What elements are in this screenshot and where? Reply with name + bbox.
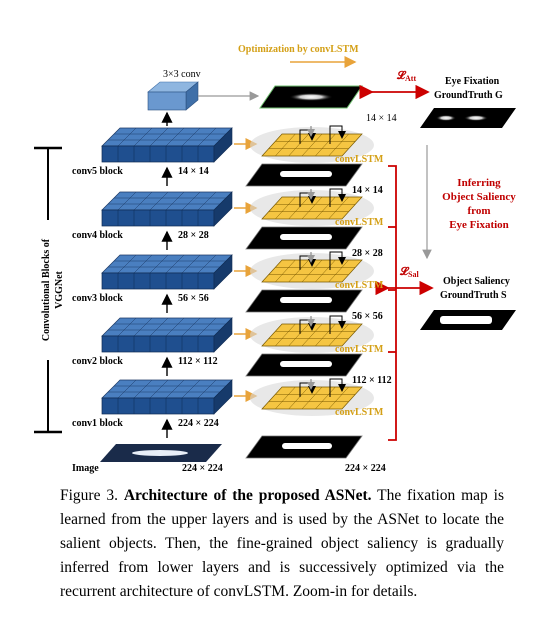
vgg-vertical-label: Convolutional Blocks of VGGNet xyxy=(37,220,67,360)
convlstm-label: convLSTM xyxy=(335,154,384,165)
att-loss-symbol: 𝓛Att xyxy=(396,69,416,83)
vgg-block-size: 224 × 224 xyxy=(178,418,219,429)
eye-fixation-label-1: Eye Fixation xyxy=(445,76,500,87)
svg-text:Eye Fixation: Eye Fixation xyxy=(449,219,509,231)
convlstm-units: convLSTM 14 × 14 convLSTM 28 × 28 convLSTM 56… xyxy=(245,125,392,418)
vgg-block-size: 28 × 28 xyxy=(178,230,209,241)
vgg-block-name: conv2 block xyxy=(72,356,123,367)
lstm-size: 56 × 56 xyxy=(352,311,383,322)
object-saliency-groundtruth xyxy=(420,310,516,330)
lstm-size: 14 × 14 xyxy=(352,185,383,196)
architecture-diagram: Optimization by convLSTM 3×3 conv 14 × 1… xyxy=(34,44,516,474)
svg-text:Inferring: Inferring xyxy=(457,177,501,189)
output-size: 224 × 224 xyxy=(345,463,386,474)
att-map-size: 14 × 14 xyxy=(366,113,397,124)
convlstm-unit: convLSTM 28 × 28 xyxy=(245,188,384,259)
vgg-block-2: conv2 block 112 × 112 xyxy=(72,317,258,376)
vgg-block-1: conv1 block 224 × 224 xyxy=(72,379,258,438)
svg-text:VGGNet: VGGNet xyxy=(54,270,65,308)
image-label: Image xyxy=(72,463,99,474)
convlstm-unit: convLSTM 14 × 14 xyxy=(245,125,384,196)
convlstm-label: convLSTM xyxy=(335,217,384,228)
image-size: 224 × 224 xyxy=(182,463,223,474)
intermediate-map xyxy=(245,226,363,250)
vgg-block-name: conv5 block xyxy=(72,166,123,177)
saliency-bracket xyxy=(388,165,397,441)
figure-caption: Figure 3. Architecture of the proposed A… xyxy=(60,484,504,604)
caption-rest: The fixation map is learned from the upp… xyxy=(60,487,505,600)
intermediate-map xyxy=(245,353,363,377)
caption-prefix: Figure 3. xyxy=(60,487,124,504)
vgg-block-size: 14 × 14 xyxy=(178,166,209,177)
lstm-size: 112 × 112 xyxy=(352,375,392,386)
vgg-block-size: 112 × 112 xyxy=(178,356,218,367)
vgg-block-3: conv3 block 56 × 56 xyxy=(72,254,258,313)
svg-text:from: from xyxy=(467,205,490,217)
inferring-text: Inferring Object Saliency from Eye Fixat… xyxy=(442,177,516,231)
final-saliency-map xyxy=(245,435,363,459)
optimization-label: Optimization by convLSTM xyxy=(238,44,359,55)
caption-bold: Architecture of the proposed ASNet. xyxy=(123,487,372,504)
sal-loss-symbol: 𝓛Sal xyxy=(399,265,419,279)
vgg-block-4: conv4 block 28 × 28 xyxy=(72,191,258,250)
convlstm-label: convLSTM xyxy=(335,280,384,291)
lstm-size: 28 × 28 xyxy=(352,248,383,259)
convlstm-label: convLSTM xyxy=(335,344,384,355)
convlstm-unit: convLSTM 112 × 112 xyxy=(245,315,392,386)
vgg-block-name: conv3 block xyxy=(72,293,123,304)
vgg-block-5: conv5 block 14 × 14 xyxy=(72,127,258,186)
svg-text:Object Saliency: Object Saliency xyxy=(442,191,516,203)
intermediate-map xyxy=(245,289,363,313)
convlstm-label: convLSTM xyxy=(335,407,384,418)
vgg-block-size: 56 × 56 xyxy=(178,293,209,304)
intermediate-map xyxy=(245,163,363,187)
input-image xyxy=(100,444,222,462)
vgg-block-name: conv1 block xyxy=(72,418,123,429)
attention-map xyxy=(259,85,363,109)
eye-fixation-groundtruth xyxy=(420,108,516,128)
vgg-block-name: conv4 block xyxy=(72,230,123,241)
convlstm-unit: convLSTM xyxy=(250,378,384,418)
svg-text:Convolutional Blocks of: Convolutional Blocks of xyxy=(41,238,52,341)
conv3x3-label: 3×3 conv xyxy=(163,69,201,80)
conv3x3-cube xyxy=(147,81,199,111)
object-saliency-label-2: GroundTruth S xyxy=(440,290,507,301)
eye-fixation-label-2: GroundTruth G xyxy=(434,90,503,101)
object-saliency-label-1: Object Saliency xyxy=(443,276,510,287)
convlstm-unit: convLSTM 56 × 56 xyxy=(245,251,384,322)
